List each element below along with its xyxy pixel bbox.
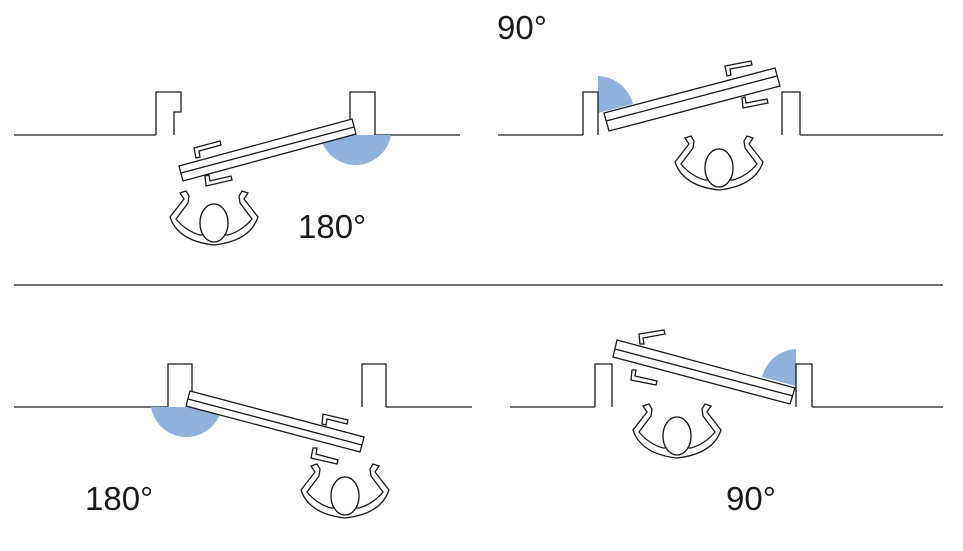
door-frame	[361, 363, 387, 407]
angle-label: 180°	[298, 208, 366, 245]
swing-arc	[151, 407, 222, 438]
person-icon	[674, 135, 764, 191]
angle-label: 90°	[726, 480, 776, 517]
door-frame	[594, 363, 613, 407]
door-frame	[781, 91, 801, 135]
door-frame	[582, 91, 599, 135]
angle-label: 180°	[85, 480, 153, 517]
door-leaf	[603, 67, 781, 132]
door-frame	[167, 363, 193, 407]
door-frame	[155, 91, 182, 135]
person-icon	[169, 190, 259, 246]
door-frame	[795, 363, 813, 407]
panel-bottom-right: 90°	[510, 329, 943, 517]
panel-top-left: 180°	[14, 91, 460, 246]
panel-bottom-left: 180°	[14, 363, 472, 519]
door-frame	[349, 91, 376, 135]
swing-arc	[762, 349, 796, 386]
person-icon	[632, 403, 722, 459]
angle-label: 90°	[497, 9, 547, 46]
panel-top-right: 90°	[497, 9, 943, 191]
swing-arc	[598, 76, 633, 113]
swing-arc	[320, 135, 391, 166]
person-icon	[300, 463, 390, 519]
